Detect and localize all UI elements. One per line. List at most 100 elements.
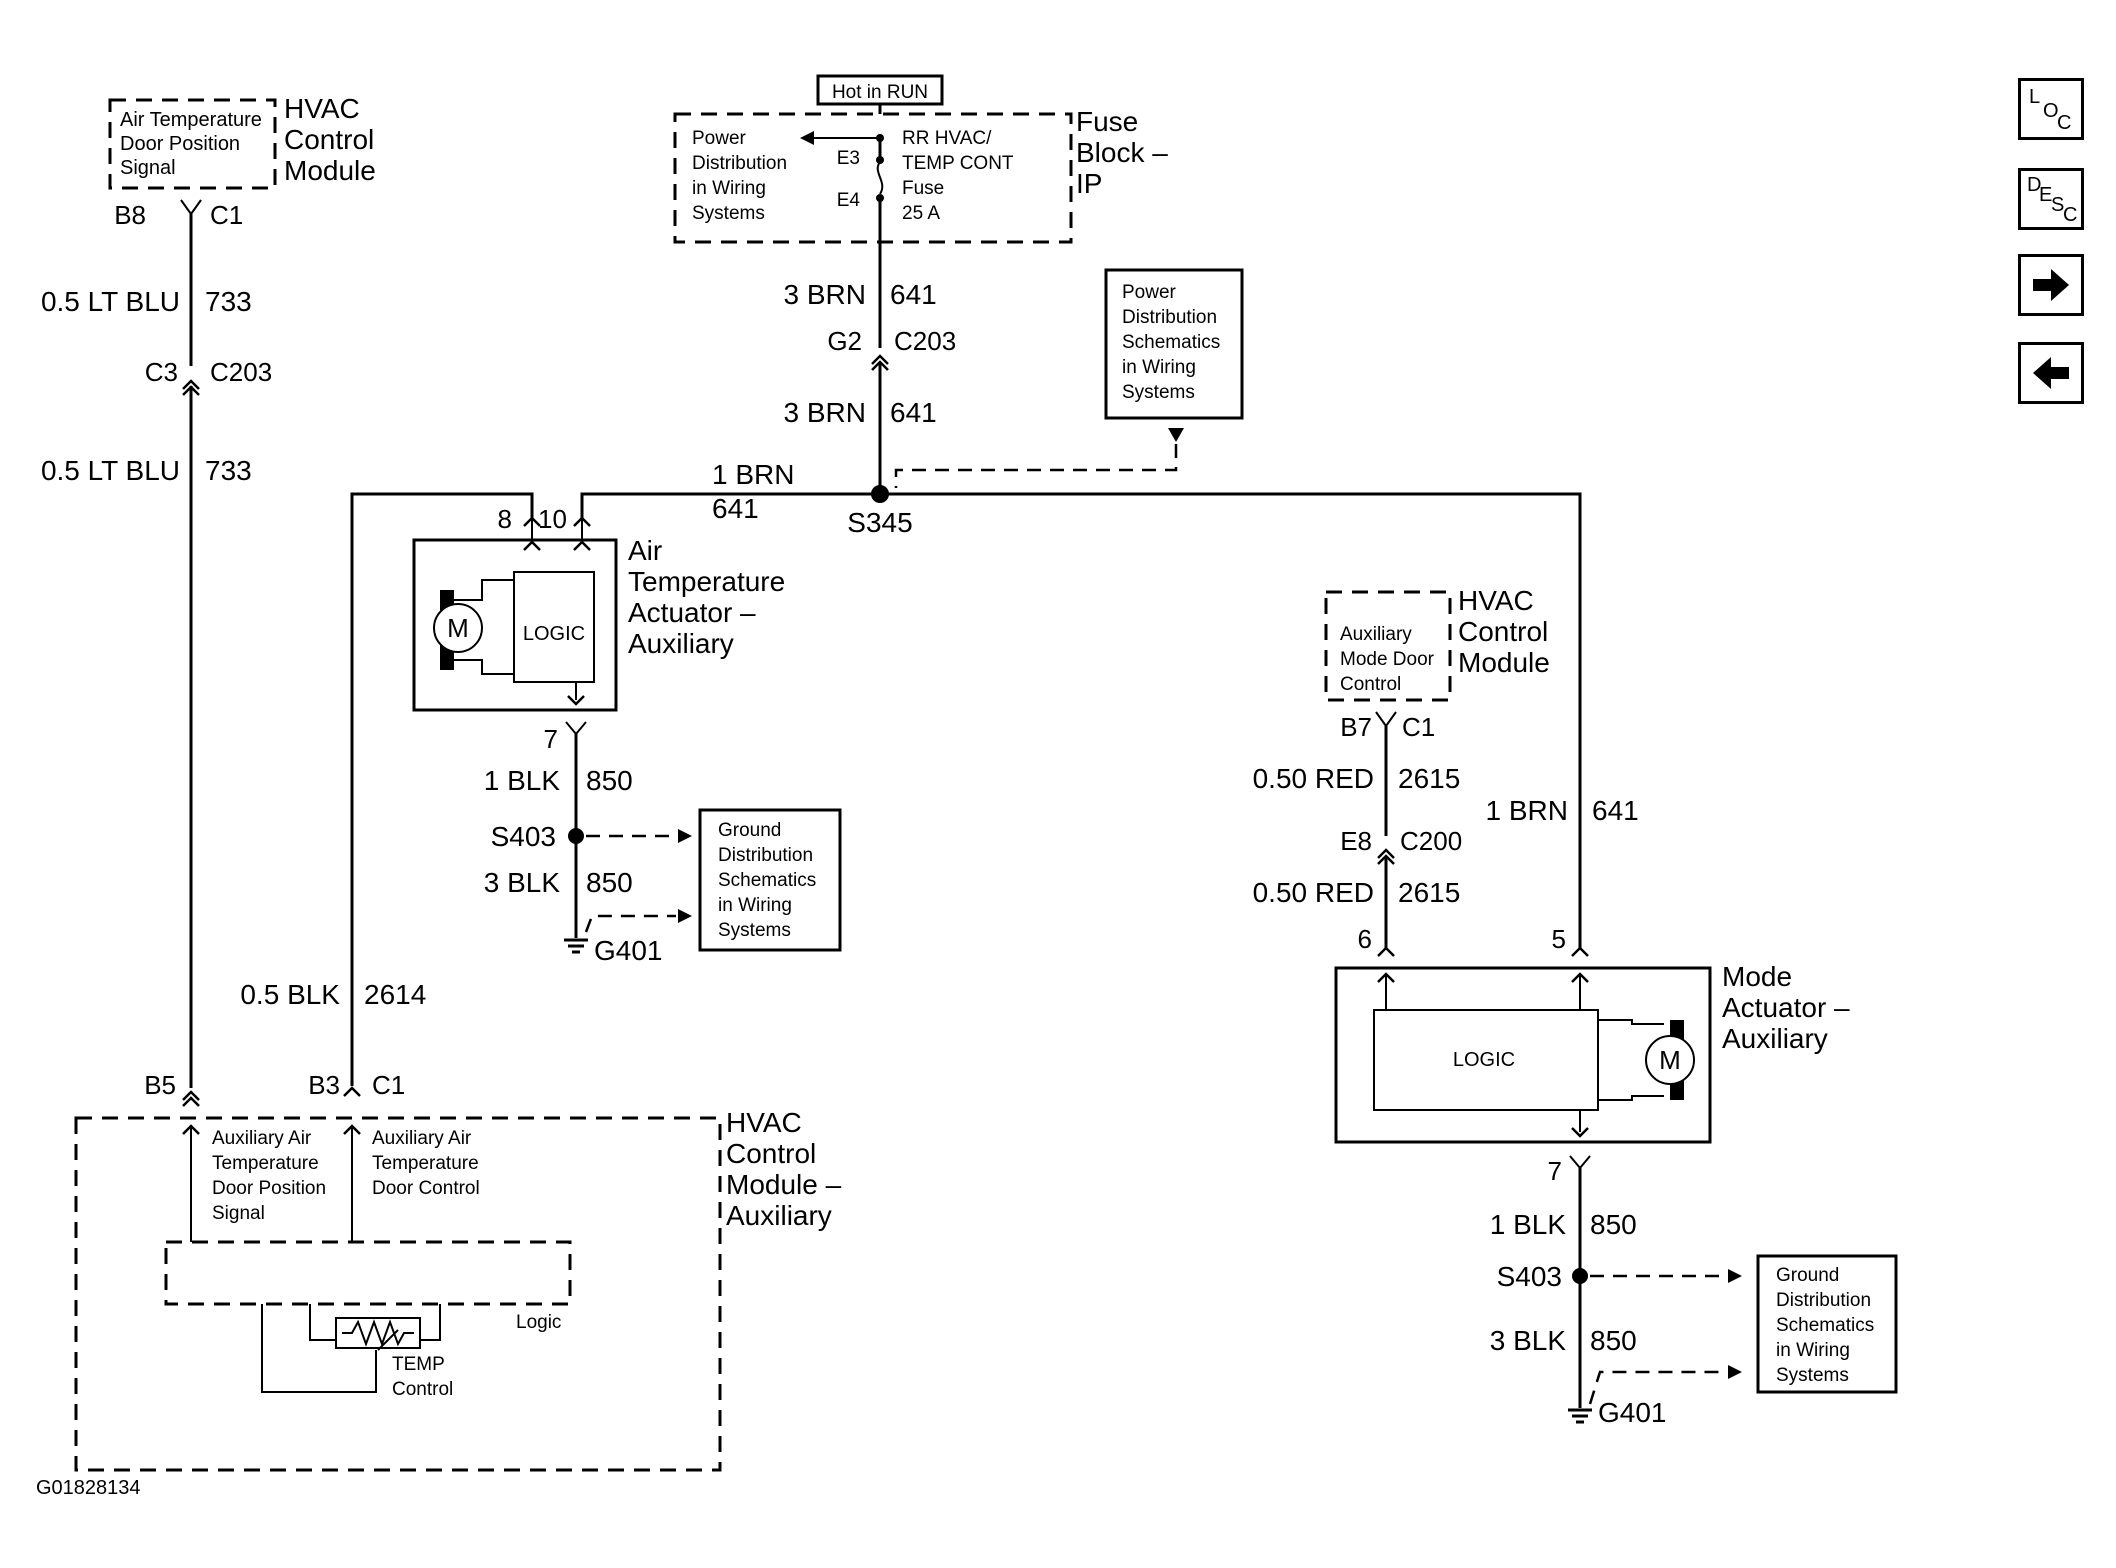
mid-wire-label: 0.5 BLK (240, 979, 340, 1010)
hvac-top-pin: B8 (114, 200, 146, 230)
fuse-block-ip: Hot in RUN Power Distribution in Wiring … (673, 74, 1168, 244)
gnd-left-ref-5: Systems (718, 920, 791, 941)
fuse-block-title-1: Fuse (1076, 106, 1138, 137)
hvac-control-module-right: Auxiliary Mode Door Control HVAC Control… (1253, 585, 1639, 948)
arrow-right-icon (2033, 269, 2069, 301)
arrow-left-icon (2033, 357, 2069, 389)
desc-letter-c: C (2063, 204, 2078, 226)
fuse-label-3: Fuse (902, 178, 944, 199)
ground-left: 1 BLK 850 S403 3 BLK 850 G401 Ground Dis… (484, 765, 842, 966)
gnd-left-circuit-1: 850 (586, 765, 633, 796)
hvac-aux-title-4: Auxiliary (726, 1200, 832, 1231)
bus-641 (350, 492, 1582, 1086)
mode-act-title-2: Actuator – (1722, 992, 1850, 1023)
hvac-aux-pin-b5: B5 (144, 1070, 176, 1100)
desc-letter-e: E (2039, 184, 2053, 206)
power-ref-3: Schematics (1122, 332, 1220, 353)
hvac-aux-title-1: HVAC (726, 1107, 802, 1138)
mode-actuator-auxiliary: 6 5 LOGIC M Mode Actuator – Auxiliary 7 (1334, 924, 1850, 1408)
splice-wire-circuit: 641 (712, 493, 759, 524)
gnd-right-ref-4: in Wiring (1776, 1340, 1850, 1361)
hvac-control-module-top: Air Temperature Door Position Signal HVA… (108, 93, 376, 230)
right-brn-wire: 1 BRN (1486, 795, 1568, 826)
gnd-left-ref-3: Schematics (718, 870, 816, 891)
center-conn-id: C203 (894, 326, 956, 356)
gnd-left-ref-4: in Wiring (718, 895, 792, 916)
hvac-right-wire-2: 0.50 RED (1253, 877, 1374, 908)
power-ref-5: Systems (1122, 382, 1195, 403)
hvac-aux-title-3: Module – (726, 1169, 842, 1200)
left-conn-id: C203 (210, 357, 272, 387)
hvac-top-title-3: Module (284, 155, 376, 186)
loc-button[interactable]: L O C (2018, 78, 2084, 140)
gnd-right-ref-3: Schematics (1776, 1315, 1874, 1336)
gnd-right-ref-5: Systems (1776, 1365, 1849, 1386)
gnd-left-wire-2: 3 BLK (484, 867, 561, 898)
hvac-top-inner-1: Air Temperature (120, 109, 262, 131)
air-act-pin-10: 10 (538, 504, 567, 534)
fuse-label-4: 25 A (902, 203, 940, 224)
gnd-right-g401: G401 (1598, 1397, 1667, 1428)
gnd-right-wire-2: 3 BLK (1490, 1325, 1567, 1356)
back-button[interactable] (2018, 342, 2084, 404)
air-act-pin-7: 7 (544, 724, 558, 754)
air-act-logic: LOGIC (523, 623, 585, 645)
air-act-pin-8: 8 (498, 504, 512, 534)
fuse-block-title-3: IP (1076, 168, 1102, 199)
loc-letter-l: L (2029, 86, 2041, 108)
hvac-right-conn: C1 (1402, 712, 1435, 742)
hvac-right-circuit-1: 2615 (1398, 763, 1460, 794)
hvac-aux-logic: Logic (516, 1312, 561, 1333)
hvac-top-inner-2: Door Position (120, 133, 240, 155)
air-temp-actuator: 8 10 LOGIC M Air Temperature Actuator – … (412, 504, 785, 938)
figure-id: G01828134 (36, 1477, 141, 1499)
left-wire-circuit-2: 733 (205, 455, 252, 486)
loc-letter-o: O (2043, 100, 2059, 122)
desc-button[interactable]: D E S C (2018, 168, 2084, 230)
right-brn-circuit: 641 (1592, 795, 1639, 826)
fuse-label-2: TEMP CONT (902, 153, 1014, 174)
hvac-aux-temp-2: Control (392, 1379, 453, 1400)
gnd-right-ref-1: Ground (1776, 1265, 1839, 1286)
hvac-right-inner-2: Mode Door (1340, 649, 1435, 670)
hvac-right-pin: B7 (1340, 712, 1372, 742)
gnd-right-circuit-1: 850 (1590, 1209, 1637, 1240)
gnd-right-splice: S403 (1497, 1261, 1562, 1292)
left-wire-circuit-1: 733 (205, 286, 252, 317)
hvac-aux-sig2-2: Temperature (372, 1153, 479, 1174)
gnd-right-ref-2: Distribution (1776, 1290, 1871, 1311)
hvac-right-conn2: C200 (1400, 826, 1462, 856)
hvac-right-circuit-2: 2615 (1398, 877, 1460, 908)
center-wire-label-1: 3 BRN (784, 279, 866, 310)
power-ref-2: Distribution (1122, 307, 1217, 328)
air-act-title-3: Actuator – (628, 597, 756, 628)
desc-letter-s: S (2051, 194, 2065, 216)
air-act-motor: M (447, 613, 469, 643)
hvac-aux-sig1-4: Signal (212, 1203, 265, 1224)
center-wire-label-2: 3 BRN (784, 397, 866, 428)
mode-act-pin-7: 7 (1548, 1156, 1562, 1186)
hvac-right-title-2: Control (1458, 616, 1548, 647)
gnd-left-circuit-2: 850 (586, 867, 633, 898)
fuse-power-dist-3: in Wiring (692, 178, 766, 199)
hvac-top-inner-3: Signal (120, 157, 176, 179)
gnd-left-splice: S403 (491, 821, 556, 852)
mode-act-title-3: Auxiliary (1722, 1023, 1828, 1054)
loc-letter-c: C (2057, 112, 2072, 134)
air-act-title-4: Auxiliary (628, 628, 734, 659)
fuse-power-dist-4: Systems (692, 203, 765, 224)
air-act-title-1: Air (628, 535, 662, 566)
mode-act-pin-5: 5 (1552, 924, 1566, 954)
splice-wire-label: 1 BRN (712, 459, 794, 490)
gnd-right-wire-1: 1 BLK (1490, 1209, 1567, 1240)
hvac-aux-temp-1: TEMP (392, 1354, 445, 1375)
fuse-label-1: RR HVAC/ (902, 128, 992, 149)
mid-wire-circuit: 2614 (364, 979, 426, 1010)
next-button[interactable] (2018, 254, 2084, 316)
power-ref-1: Power (1122, 282, 1177, 303)
hvac-right-title-1: HVAC (1458, 585, 1534, 616)
hvac-top-title-2: Control (284, 124, 374, 155)
mode-act-title-1: Mode (1722, 961, 1792, 992)
hvac-right-title-3: Module (1458, 647, 1550, 678)
